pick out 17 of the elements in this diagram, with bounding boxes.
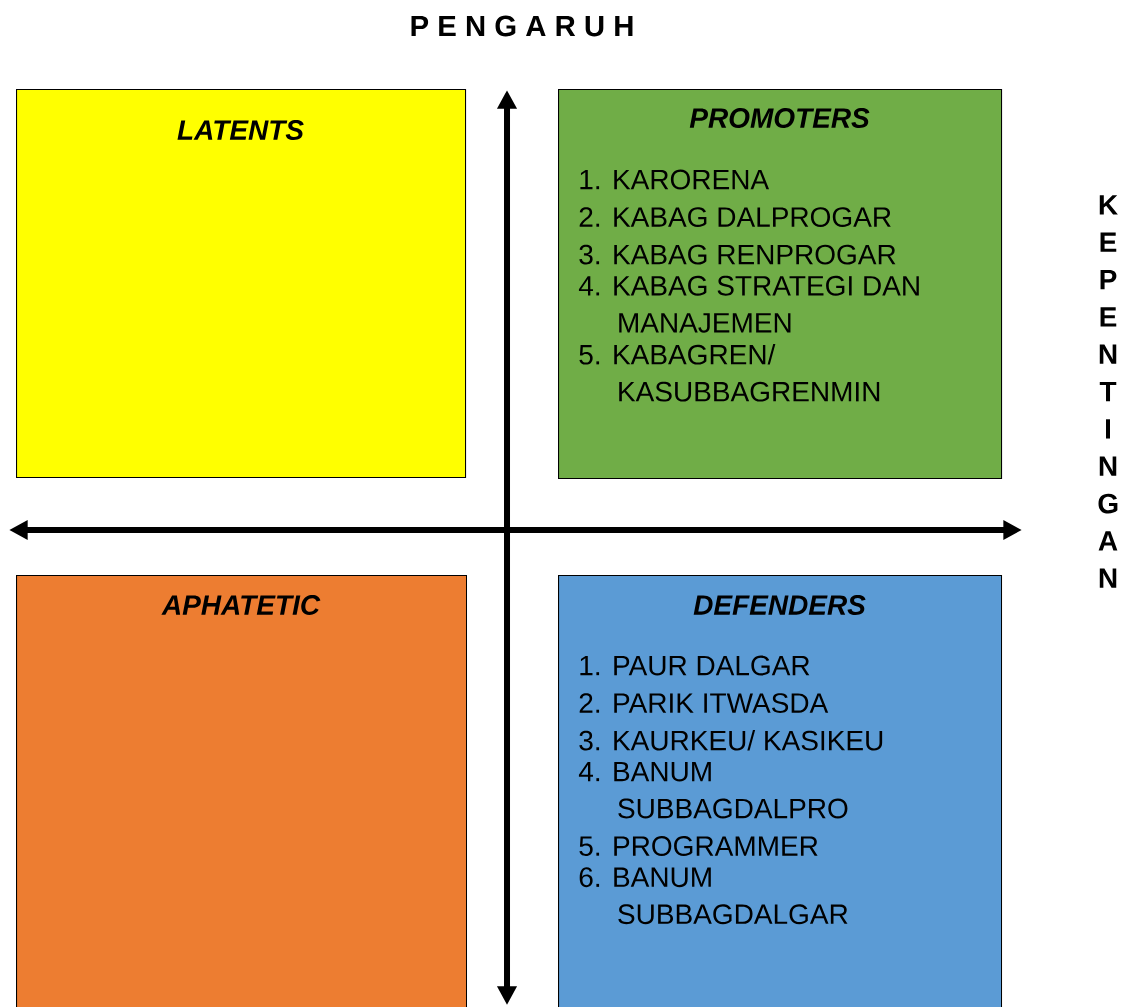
list-item: 1. PAUR DALGAR [580,655,810,676]
axis-title: P E N G A R U H [411,15,633,37]
list-item: 5. KABAGREN/ KASUBBAGRENMIN [579,344,880,402]
list-item: 2. KABAG DALPROGAR [579,207,891,227]
quadrant-heading: DEFENDERS [693,595,866,615]
quadrant-heading: APHATETIC [161,595,321,615]
list-item: 5. PROGRAMMER [579,836,818,856]
list-item: 6. BANUM SUBBAGDALGAR [579,867,848,925]
list-item: 4. BANUM SUBBAGDALPRO [578,761,848,819]
list-item: 3. KABAG RENPROGAR [579,244,896,265]
quadrant-heading: PROMOTERS [689,108,870,128]
list-item: 3. KAURKEU/ KASIKEU [579,729,883,751]
list-item: 1. KARORENA [580,169,770,190]
axis-title: K E P E N T I N G A N [1098,195,1118,588]
list-item: 4. KABAG STRATEGI DAN MANAJEMEN [578,275,919,333]
list-item: 2. PARIK ITWASDA [579,693,829,713]
quadrant-heading: LATENTS [177,120,304,140]
